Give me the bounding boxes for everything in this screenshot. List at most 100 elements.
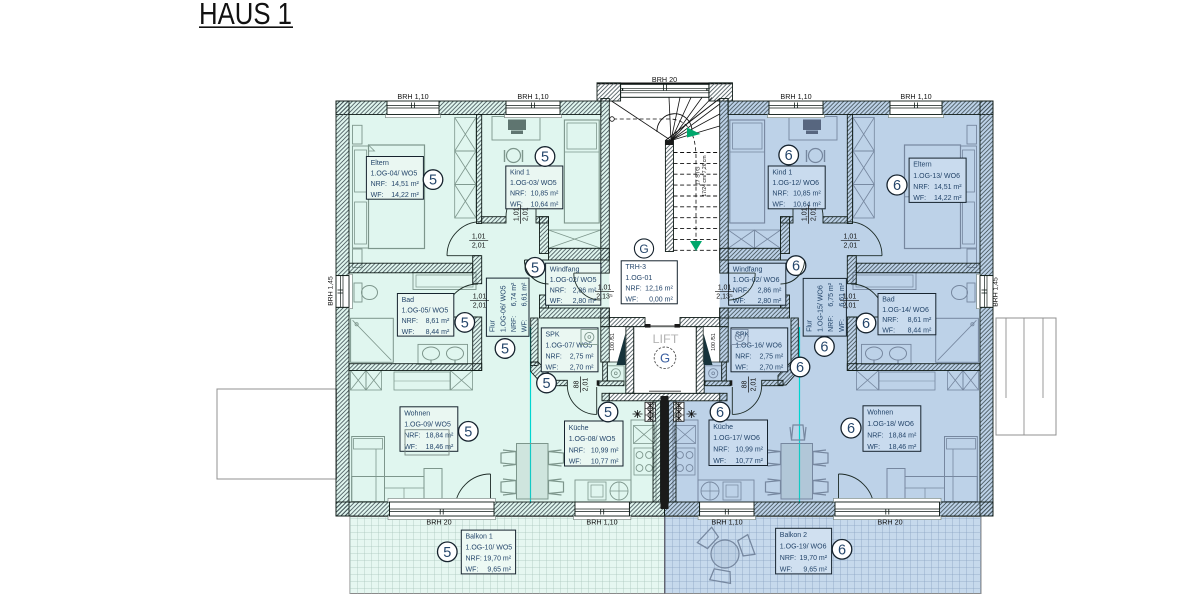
svg-text:1.OG-01: 1.OG-01 bbox=[625, 275, 652, 282]
svg-text:NRF:: NRF: bbox=[404, 433, 420, 440]
svg-text:9,65 m²: 9,65 m² bbox=[487, 567, 511, 574]
svg-text:1.OG-19/ WO6: 1.OG-19/ WO6 bbox=[780, 544, 827, 551]
svg-text:NRF:: NRF: bbox=[511, 316, 518, 332]
svg-text:5: 5 bbox=[501, 342, 509, 358]
svg-text:Flur: Flur bbox=[807, 319, 814, 332]
svg-text:2,80 m²: 2,80 m² bbox=[758, 298, 782, 305]
svg-text:G: G bbox=[639, 242, 648, 256]
svg-text:WF:: WF: bbox=[625, 296, 638, 303]
svg-text:19,70 m²: 19,70 m² bbox=[483, 556, 511, 563]
svg-text:1.OG-05/ WO5: 1.OG-05/ WO5 bbox=[402, 308, 449, 315]
svg-text:1.OG-07/ WO5: 1.OG-07/ WO5 bbox=[546, 342, 593, 349]
svg-text:2,13⁵: 2,13⁵ bbox=[596, 293, 613, 300]
svg-text:8,44 m²: 8,44 m² bbox=[426, 329, 450, 336]
svg-text:1.OG-12/ WO6: 1.OG-12/ WO6 bbox=[772, 180, 819, 187]
svg-text:2,86 m²: 2,86 m² bbox=[758, 287, 782, 294]
svg-text:BRH 1,10: BRH 1,10 bbox=[711, 518, 742, 527]
svg-text:12,16 m²: 12,16 m² bbox=[645, 286, 673, 293]
svg-text:Flur: Flur bbox=[490, 319, 497, 332]
svg-text:2,70 m²: 2,70 m² bbox=[570, 364, 594, 371]
svg-text:LIFT: LIFT bbox=[653, 334, 679, 346]
svg-text:2,01: 2,01 bbox=[843, 302, 857, 309]
svg-text:WF:: WF: bbox=[839, 319, 846, 332]
svg-text:NRF:: NRF: bbox=[733, 287, 749, 294]
svg-text:6: 6 bbox=[838, 542, 846, 558]
svg-text:1.OG-04/ WO5: 1.OG-04/ WO5 bbox=[371, 171, 418, 178]
svg-text:Wohnen: Wohnen bbox=[404, 411, 430, 418]
svg-text:1.OG-15/ WO6: 1.OG-15/ WO6 bbox=[817, 285, 824, 332]
svg-text:5: 5 bbox=[531, 260, 539, 276]
svg-text:NRF:: NRF: bbox=[713, 447, 729, 454]
svg-text:NRF:: NRF: bbox=[550, 287, 566, 294]
svg-text:Balkon 1: Balkon 1 bbox=[466, 534, 493, 541]
svg-text:1.OG-10/ WO5: 1.OG-10/ WO5 bbox=[466, 545, 513, 552]
svg-text:Bad: Bad bbox=[402, 297, 415, 304]
svg-text:BRH 20: BRH 20 bbox=[877, 518, 902, 527]
svg-text:BRH 1,10: BRH 1,10 bbox=[586, 518, 617, 527]
svg-text:Kind 1: Kind 1 bbox=[510, 169, 530, 176]
svg-text:Windfang: Windfang bbox=[733, 266, 763, 273]
svg-text:10,85 m²: 10,85 m² bbox=[531, 191, 559, 198]
svg-text:G: G bbox=[660, 351, 670, 366]
svg-text:Kind 1: Kind 1 bbox=[772, 169, 792, 176]
svg-text:WF:: WF: bbox=[371, 192, 384, 199]
svg-text:5: 5 bbox=[461, 316, 469, 332]
svg-text:5: 5 bbox=[443, 545, 451, 561]
svg-text:WF:: WF: bbox=[546, 364, 559, 371]
svg-text:WF:: WF: bbox=[780, 566, 793, 573]
svg-text:1.OG-18/ WO6: 1.OG-18/ WO6 bbox=[867, 421, 914, 428]
svg-text:1.OG-08/ WO5: 1.OG-08/ WO5 bbox=[569, 436, 616, 443]
svg-text:1,01: 1,01 bbox=[514, 207, 521, 221]
svg-text:NRF:: NRF: bbox=[371, 181, 387, 188]
svg-text:6: 6 bbox=[820, 340, 828, 356]
svg-text:SPK: SPK bbox=[735, 332, 749, 339]
svg-text:6: 6 bbox=[796, 360, 804, 376]
svg-text:1.OG-06/ WO5: 1.OG-06/ WO5 bbox=[500, 285, 507, 332]
svg-text:10,64 m²: 10,64 m² bbox=[793, 201, 821, 208]
svg-text:0,00 m²: 0,00 m² bbox=[649, 296, 673, 303]
svg-text:8,44 m²: 8,44 m² bbox=[908, 328, 932, 335]
svg-text:9,65 m²: 9,65 m² bbox=[803, 566, 827, 573]
svg-text:Windfang: Windfang bbox=[550, 266, 580, 273]
svg-text:6: 6 bbox=[862, 316, 870, 332]
svg-text:18,46 m²: 18,46 m² bbox=[889, 444, 917, 451]
svg-text:HAUS 1: HAUS 1 bbox=[199, 0, 292, 31]
svg-text:2,75 m²: 2,75 m² bbox=[759, 353, 783, 360]
svg-text:Küche: Küche bbox=[713, 424, 733, 431]
svg-text:WF:: WF: bbox=[867, 444, 880, 451]
svg-text:NRF:: NRF: bbox=[546, 353, 562, 360]
svg-text:10,99 m²: 10,99 m² bbox=[735, 447, 763, 454]
svg-text:Küche: Küche bbox=[569, 425, 589, 432]
svg-text:NRF:: NRF: bbox=[780, 555, 796, 562]
svg-text:1.OG-16/ WO6: 1.OG-16/ WO6 bbox=[735, 342, 782, 349]
svg-text:88: 88 bbox=[742, 381, 749, 389]
svg-text:1.OG-09/ WO5: 1.OG-09/ WO5 bbox=[404, 422, 451, 429]
svg-text:10,77 m²: 10,77 m² bbox=[591, 459, 619, 466]
svg-text:1,01: 1,01 bbox=[473, 294, 487, 301]
svg-text:6,75 m²: 6,75 m² bbox=[828, 282, 835, 306]
svg-text:6: 6 bbox=[847, 421, 855, 437]
svg-text:2,01: 2,01 bbox=[843, 242, 857, 249]
svg-text:6,74 m²: 6,74 m² bbox=[511, 282, 518, 306]
svg-text:6: 6 bbox=[716, 405, 724, 421]
svg-text:18,84 m²: 18,84 m² bbox=[889, 432, 917, 439]
svg-text:2,01: 2,01 bbox=[523, 207, 530, 221]
svg-text:1,01: 1,01 bbox=[472, 234, 486, 241]
svg-text:1,01: 1,01 bbox=[598, 285, 612, 292]
svg-text:Eltern: Eltern bbox=[913, 162, 931, 169]
svg-text:1.OG-02/ WO6: 1.OG-02/ WO6 bbox=[733, 277, 780, 284]
svg-text:SPK: SPK bbox=[546, 332, 560, 339]
svg-text:WF:: WF: bbox=[772, 201, 785, 208]
svg-text:2,70 m²: 2,70 m² bbox=[759, 364, 783, 371]
svg-text:10,64 m²: 10,64 m² bbox=[531, 201, 559, 208]
svg-text:2,01: 2,01 bbox=[583, 378, 590, 392]
svg-text:Eltern: Eltern bbox=[371, 160, 389, 167]
svg-text:WF:: WF: bbox=[404, 444, 417, 451]
svg-text:BRH 1,10: BRH 1,10 bbox=[397, 92, 428, 101]
svg-text:5: 5 bbox=[464, 424, 472, 440]
svg-text:BRH 1,10: BRH 1,10 bbox=[900, 92, 931, 101]
svg-text:1.OG-14/ WO6: 1.OG-14/ WO6 bbox=[882, 307, 929, 314]
svg-text:17 STG: 17 STG bbox=[696, 167, 702, 186]
svg-text:2,13⁵: 2,13⁵ bbox=[716, 293, 733, 300]
svg-text:5: 5 bbox=[542, 376, 550, 392]
